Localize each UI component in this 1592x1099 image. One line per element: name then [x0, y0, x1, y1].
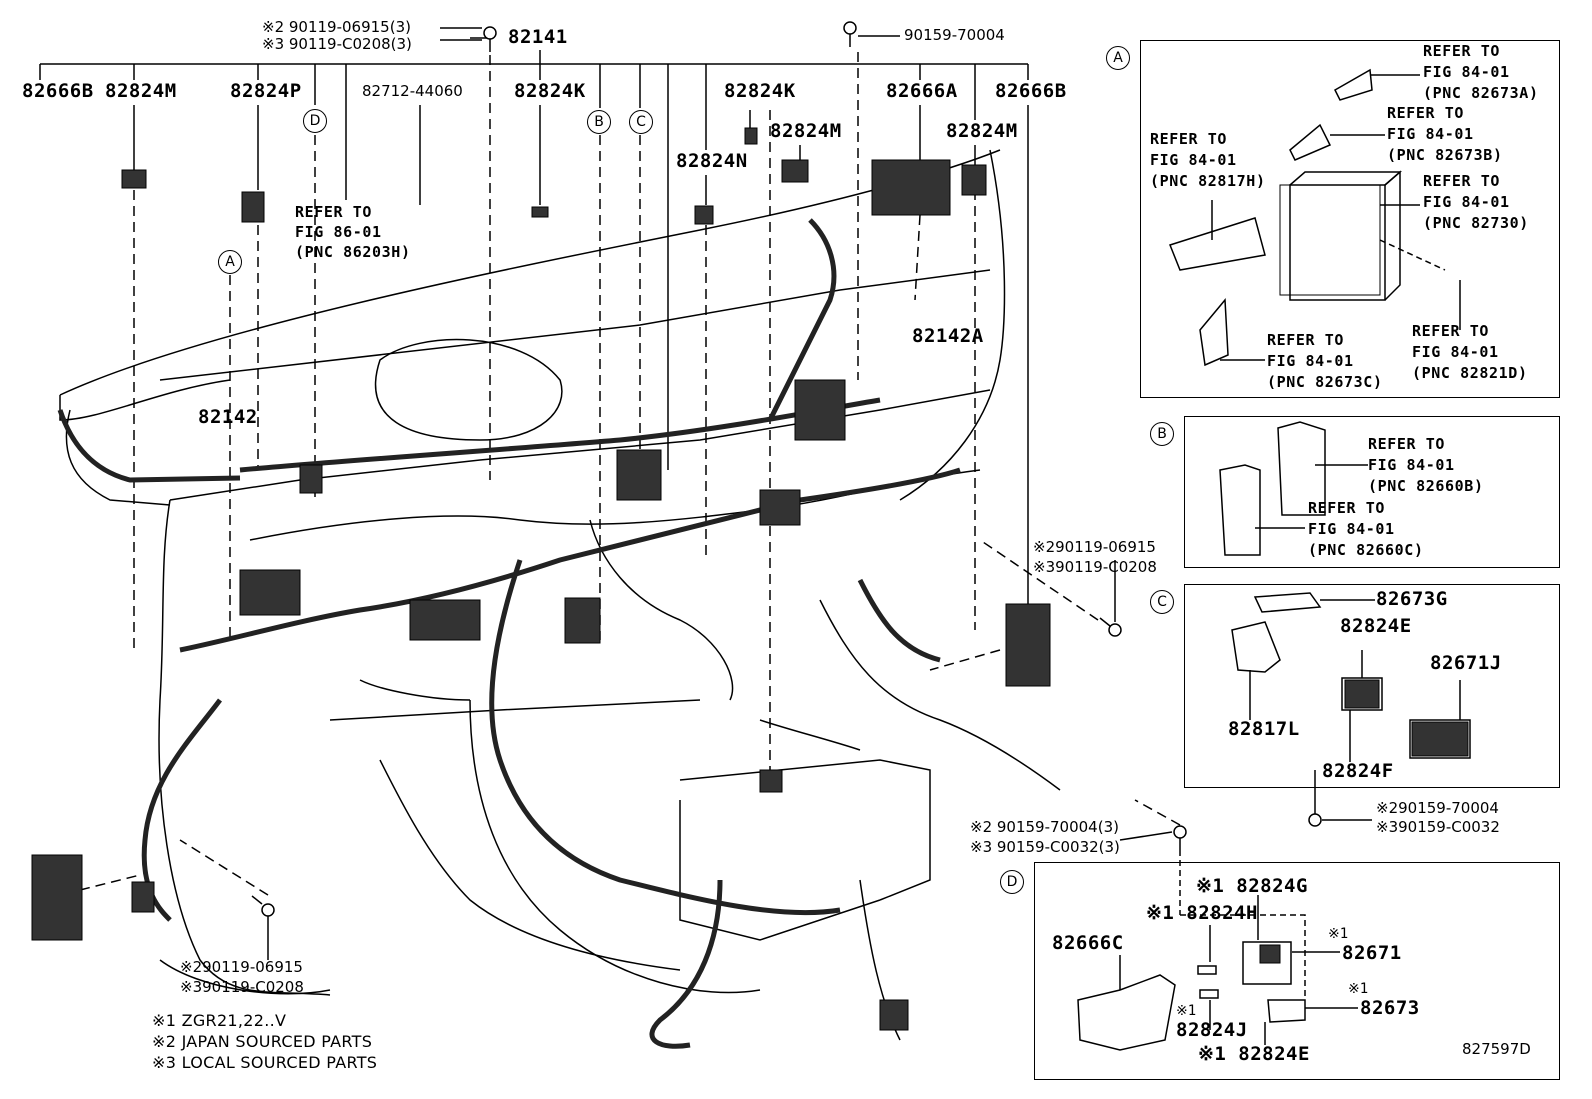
part-82671j[interactable]: 82671J — [1430, 652, 1502, 674]
part-82824g[interactable]: ※1 82824G — [1196, 875, 1308, 897]
part-82671-note: ※1 — [1328, 926, 1349, 942]
figure-code: 827597D — [1462, 1040, 1531, 1058]
panel-a-ref3-l2[interactable]: FIG 84-01 — [1150, 151, 1237, 169]
part-82824m-mid[interactable]: 82824M — [770, 120, 842, 142]
panel-a-ref5-l2[interactable]: FIG 84-01 — [1267, 352, 1354, 370]
panel-a-ref6-l1: REFER TO — [1412, 322, 1490, 340]
part-82673g[interactable]: 82673G — [1376, 588, 1448, 610]
panel-c-label: C — [1150, 590, 1174, 614]
panel-a-ref2-l3: (PNC 82673B) — [1387, 146, 1503, 164]
panel-b-ref2-l2[interactable]: FIG 84-01 — [1308, 520, 1395, 538]
detail-panel-d — [1034, 862, 1560, 1080]
part-82824f[interactable]: 82824F — [1322, 760, 1394, 782]
part-82666b-right[interactable]: 82666B — [995, 80, 1067, 102]
panel-a-ref5-l1: REFER TO — [1267, 331, 1345, 349]
panel-a-label: A — [1106, 46, 1130, 70]
panel-a-ref2-l2[interactable]: FIG 84-01 — [1387, 125, 1474, 143]
bolt-note-local-mid: ※3 90159-C0032(3) — [970, 838, 1120, 856]
part-82666a[interactable]: 82666A — [886, 80, 958, 102]
panel-a-ref3-l3: (PNC 82817H) — [1150, 172, 1266, 190]
part-82824j[interactable]: 82824J — [1176, 1019, 1248, 1041]
part-82824e-d[interactable]: ※1 82824E — [1198, 1043, 1310, 1065]
bolt-note-local-bottom: ※390119-C0208 — [180, 978, 304, 996]
detail-c-marker[interactable]: C — [629, 110, 653, 134]
part-82824m-right[interactable]: 82824M — [946, 120, 1018, 142]
part-82712-44060[interactable]: 82712-44060 — [362, 82, 463, 100]
refer-86-line1: REFER TO — [295, 203, 373, 221]
panel-b-ref2-l1: REFER TO — [1308, 499, 1386, 517]
part-82817l[interactable]: 82817L — [1228, 718, 1300, 740]
bolt-note-japan-mid: ※2 90159-70004(3) — [970, 818, 1119, 836]
panel-a-ref4-l1: REFER TO — [1423, 172, 1501, 190]
panel-b-ref1-l2[interactable]: FIG 84-01 — [1368, 456, 1455, 474]
panel-b-ref1-l1: REFER TO — [1368, 435, 1446, 453]
detail-panel-b — [1184, 416, 1560, 568]
bolt-note-japan-bottom: ※290119-06915 — [180, 958, 303, 976]
part-82824k-2[interactable]: 82824K — [724, 80, 796, 102]
legend-note-2: ※2 JAPAN SOURCED PARTS — [152, 1032, 373, 1051]
detail-b-marker[interactable]: B — [587, 110, 611, 134]
refer-86-line3: (PNC 86203H) — [295, 243, 411, 261]
refer-86-line2[interactable]: FIG 86-01 — [295, 223, 382, 241]
part-82666b-left[interactable]: 82666B — [22, 80, 94, 102]
part-82142a[interactable]: 82142A — [912, 325, 984, 347]
panel-a-ref5-l3: (PNC 82673C) — [1267, 373, 1383, 391]
bolt-note-japan-right: ※290119-06915 — [1033, 538, 1156, 556]
part-90159-70004[interactable]: 90159-70004 — [904, 26, 1005, 44]
panel-a-ref4-l2[interactable]: FIG 84-01 — [1423, 193, 1510, 211]
detail-panel-c — [1184, 584, 1560, 788]
panel-b-ref2-l3: (PNC 82660C) — [1308, 541, 1424, 559]
part-82673-note: ※1 — [1348, 981, 1369, 997]
panel-a-ref4-l3: (PNC 82730) — [1423, 214, 1529, 232]
part-82671[interactable]: 82671 — [1342, 942, 1402, 964]
legend-note-3: ※3 LOCAL SOURCED PARTS — [152, 1053, 378, 1072]
panel-d-label: D — [1000, 870, 1024, 894]
bolt-note-japan-c: ※290159-70004 — [1376, 799, 1499, 817]
legend-note-1: ※1 ZGR21,22..V — [152, 1011, 287, 1030]
panel-a-ref3-l1: REFER TO — [1150, 130, 1228, 148]
part-82824j-note: ※1 — [1176, 1003, 1197, 1019]
panel-a-ref1-l2[interactable]: FIG 84-01 — [1423, 63, 1510, 81]
panel-b-ref1-l3: (PNC 82660B) — [1368, 477, 1484, 495]
detail-panel-a — [1140, 40, 1560, 398]
panel-a-ref1-l3: (PNC 82673A) — [1423, 84, 1539, 102]
part-82666c[interactable]: 82666C — [1052, 932, 1124, 954]
bolt-note-local-c: ※390159-C0032 — [1376, 818, 1500, 836]
panel-b-label: B — [1150, 422, 1174, 446]
bolt-note-local-right: ※390119-C0208 — [1033, 558, 1157, 576]
part-82141[interactable]: 82141 — [508, 26, 568, 48]
part-82824e-c[interactable]: 82824E — [1340, 615, 1412, 637]
part-82824p[interactable]: 82824P — [230, 80, 302, 102]
panel-a-ref6-l2[interactable]: FIG 84-01 — [1412, 343, 1499, 361]
detail-d-marker[interactable]: D — [303, 109, 327, 133]
part-82824h[interactable]: ※1 82824H — [1146, 902, 1258, 924]
bolt-note-japan: ※2 90119-06915(3) — [262, 18, 411, 36]
part-82824m-left[interactable]: 82824M — [105, 80, 177, 102]
detail-a-marker[interactable]: A — [218, 250, 242, 274]
part-82673[interactable]: 82673 — [1360, 997, 1420, 1019]
part-82142[interactable]: 82142 — [198, 406, 258, 428]
panel-a-ref2-l1: REFER TO — [1387, 104, 1465, 122]
bolt-note-local: ※3 90119-C0208(3) — [262, 35, 412, 53]
part-82824n[interactable]: 82824N — [676, 150, 748, 172]
panel-a-ref6-l3: (PNC 82821D) — [1412, 364, 1528, 382]
panel-a-ref1-l1: REFER TO — [1423, 42, 1501, 60]
part-82824k-1[interactable]: 82824K — [514, 80, 586, 102]
